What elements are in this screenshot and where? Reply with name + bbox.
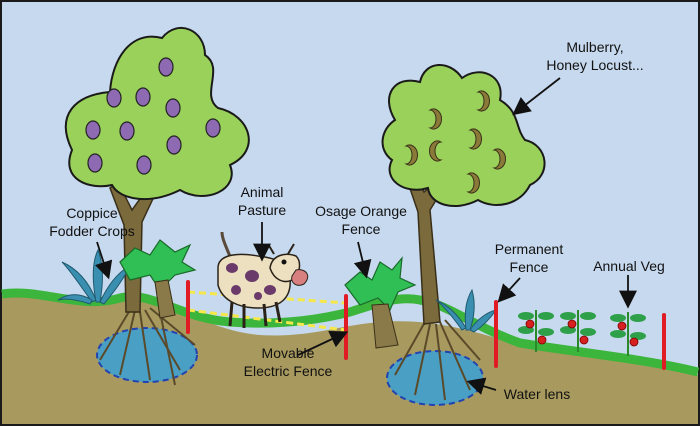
tree-canopy-right <box>381 64 546 207</box>
fruit-purple-group <box>85 57 221 175</box>
fence-posts <box>186 280 666 370</box>
tomato-plants <box>518 310 646 356</box>
roots-right <box>394 319 481 401</box>
osage-trunk-right <box>371 303 399 349</box>
label-movable-electric-fence: Movable Electric Fence <box>243 345 333 379</box>
label-water-lens: Water lens <box>503 386 571 402</box>
label-coppice-fodder-crops: Coppice Fodder Crops <box>49 205 135 239</box>
roots-left <box>99 307 196 386</box>
label-animal-pasture: Animal Pasture <box>237 184 287 218</box>
water-lens-right <box>386 350 484 406</box>
osage-plant-left <box>119 239 197 291</box>
tree-canopy-left <box>64 26 250 201</box>
label-osage-orange-fence: Osage Orange Fence <box>315 203 407 237</box>
fruit-crescent-group <box>404 90 506 194</box>
osage-trunk-left <box>154 279 176 319</box>
label-annual-veg: Annual Veg <box>593 258 665 274</box>
label-permanent-fence: Permanent Fence <box>494 241 564 275</box>
label-mulberry-honey-locust: Mulberry, Honey Locust... <box>546 39 644 73</box>
osage-plant-right <box>344 256 417 312</box>
coppice-plant-right <box>435 288 498 333</box>
cow-illustration <box>217 231 309 328</box>
soil-ground <box>2 295 698 424</box>
grass-line <box>1 288 700 377</box>
annotation-arrows <box>95 77 637 395</box>
